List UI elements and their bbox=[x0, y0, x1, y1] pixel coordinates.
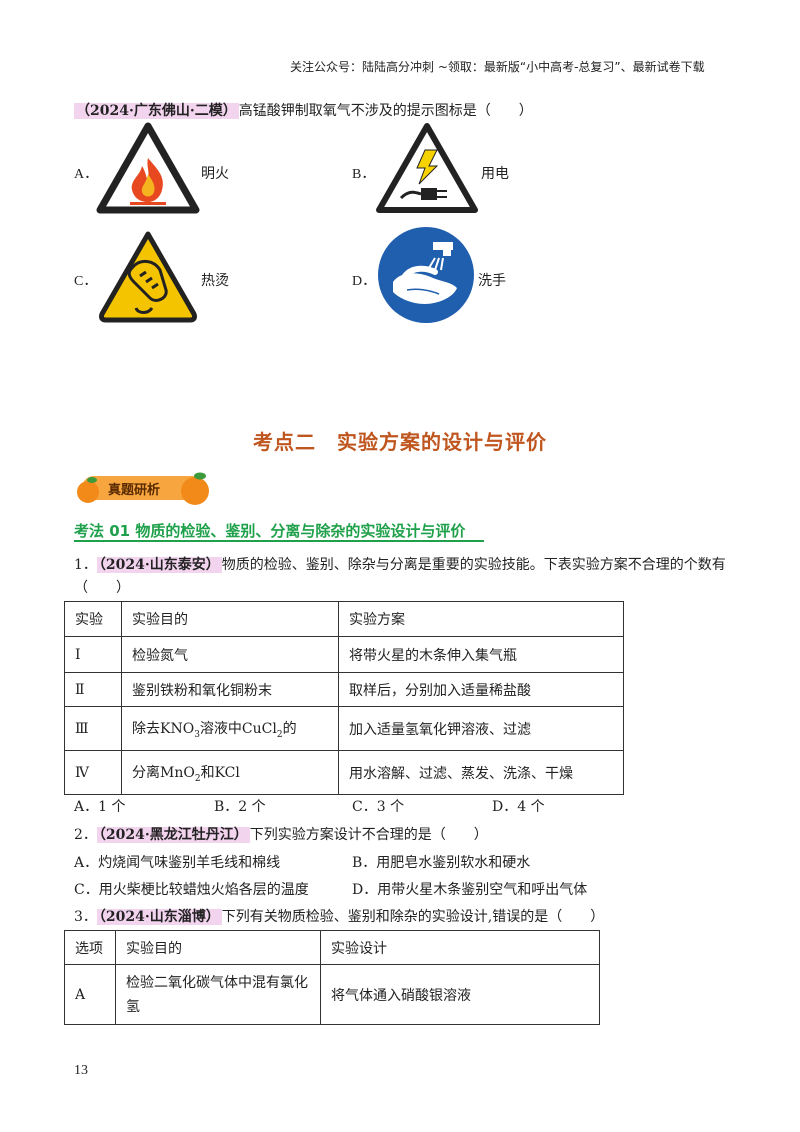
question-text: 下列有关物质检验、鉴别和除杂的实验设计,错误的是（ ） bbox=[221, 909, 605, 925]
question-text: 下列实验方案设计不合理的是（ ） bbox=[249, 827, 488, 843]
option-d: D．用带火星木条鉴别空气和呼出气体 bbox=[352, 882, 588, 898]
source-tag: （2024·山东泰安） bbox=[96, 557, 222, 573]
header-note: 关注公众号：陆陆高分冲刺 ~领取：最新版“小中高考-总复习”、最新试卷下载 bbox=[290, 60, 705, 74]
option-a: A．灼烧闻气味鉴别羊毛线和棉线 bbox=[74, 855, 281, 871]
option-d-text: 洗手 bbox=[478, 273, 506, 289]
method-heading: 考法 01 物质的检验、鉴别、分离与除杂的实验设计与评价 bbox=[74, 522, 466, 540]
option-d: D．4 个 bbox=[492, 799, 545, 815]
table-cell: 除去KNO3溶液中CuCl2的 bbox=[121, 706, 339, 751]
wash-hands-icon bbox=[378, 227, 474, 323]
table-header: 实验目的 bbox=[115, 930, 321, 965]
table-row: Ⅰ 检验氮气 将带火星的木条伸入集气瓶 bbox=[64, 636, 624, 673]
table-header: 选项 bbox=[64, 930, 116, 965]
table-cell: 鉴别铁粉和氧化铜粉末 bbox=[121, 672, 339, 707]
table-cell: A bbox=[64, 964, 116, 1025]
table-header: 实验目的 bbox=[121, 601, 339, 637]
table-cell: 将气体通入硝酸银溶液 bbox=[320, 964, 600, 1025]
table-row: Ⅱ 鉴别铁粉和氧化铜粉末 取样后，分别加入适量稀盐酸 bbox=[64, 672, 624, 707]
question-1-stem: 1．（2024·山东泰安）物质的检验、鉴别、除杂与分离是重要的实验技能。下表实验… bbox=[74, 557, 726, 573]
table-cell: 用水溶解、过滤、蒸发、洗涤、干燥 bbox=[338, 750, 624, 795]
option-d-letter: D． bbox=[352, 274, 377, 289]
answer-paren: （ ） bbox=[74, 580, 130, 596]
table-cell: 加入适量氢氧化钾溶液、过滤 bbox=[338, 706, 624, 751]
table-cell: Ⅲ bbox=[64, 706, 122, 751]
table-cell: 检验二氧化碳气体中混有氯化氢 bbox=[115, 964, 321, 1025]
option-b-letter: B． bbox=[352, 167, 376, 182]
source-tag: （2024·山东淄博） bbox=[96, 909, 222, 925]
table-row: Ⅲ 除去KNO3溶液中CuCl2的 加入适量氢氧化钾溶液、过滤 bbox=[64, 706, 624, 751]
table-cell: 取样后，分别加入适量稀盐酸 bbox=[338, 672, 624, 707]
source-tag: （2024·黑龙江牡丹江） bbox=[96, 827, 250, 843]
hot-surface-warning-icon bbox=[99, 231, 197, 323]
option-c-letter: C． bbox=[74, 274, 98, 289]
table-row: A 检验二氧化碳气体中混有氯化氢 将气体通入硝酸银溶液 bbox=[64, 964, 600, 1025]
orange-icon bbox=[181, 472, 209, 505]
option-b: B．2 个 bbox=[214, 799, 266, 815]
option-b-text: 用电 bbox=[481, 166, 509, 182]
table-cell: 分离MnO2和KCl bbox=[121, 750, 339, 795]
method-underline bbox=[74, 540, 484, 542]
table-header: 实验设计 bbox=[320, 930, 600, 965]
question-0-stem: （2024·广东佛山·二模）高锰酸钾制取氧气不涉及的提示图标是（ ） bbox=[74, 100, 533, 120]
question-2-stem: 2．（2024·黑龙江牡丹江）下列实验方案设计不合理的是（ ） bbox=[74, 827, 488, 843]
option-b: B．用肥皂水鉴别软水和硬水 bbox=[352, 855, 531, 871]
option-a-letter: A． bbox=[74, 167, 99, 182]
table-cell: 将带火星的木条伸入集气瓶 bbox=[338, 636, 624, 673]
table-cell: Ⅳ bbox=[64, 750, 122, 795]
question-text: 物质的检验、鉴别、除杂与分离是重要的实验技能。下表实验方案不合理的个数有 bbox=[221, 557, 726, 573]
experiment-table-3: 选项 实验目的 实验设计 A 检验二氧化碳气体中混有氯化氢 将气体通入硝酸银溶液 bbox=[64, 930, 600, 1025]
experiment-table-1: 实验 实验目的 实验方案 Ⅰ 检验氮气 将带火星的木条伸入集气瓶 Ⅱ 鉴别铁粉和… bbox=[64, 601, 624, 795]
fire-warning-icon bbox=[96, 122, 200, 214]
option-c-text: 热烫 bbox=[201, 273, 229, 289]
table-header-row: 选项 实验目的 实验设计 bbox=[64, 930, 600, 965]
orange-icon bbox=[77, 477, 99, 503]
section-title: 考点二 实验方案的设计与评价 bbox=[253, 430, 547, 454]
option-c: C．用火柴梗比较蜡烛火焰各层的温度 bbox=[74, 882, 309, 898]
option-a: A．1 个 bbox=[74, 799, 126, 815]
electricity-warning-icon bbox=[376, 123, 478, 213]
source-tag: （2024·广东佛山·二模） bbox=[74, 103, 239, 119]
question-text: 高锰酸钾制取氧气不涉及的提示图标是（ ） bbox=[238, 103, 533, 119]
table-header-row: 实验 实验目的 实验方案 bbox=[64, 601, 624, 637]
table-header: 实验方案 bbox=[338, 601, 624, 637]
badge: 真题研析 bbox=[74, 470, 212, 506]
table-header: 实验 bbox=[64, 601, 122, 637]
question-3-stem: 3．（2024·山东淄博）下列有关物质检验、鉴别和除杂的实验设计,错误的是（ ） bbox=[74, 909, 605, 925]
table-cell: Ⅰ bbox=[64, 636, 122, 673]
badge-label: 真题研析 bbox=[108, 483, 161, 498]
table-row: Ⅳ 分离MnO2和KCl 用水溶解、过滤、蒸发、洗涤、干燥 bbox=[64, 750, 624, 795]
page-number: 13 bbox=[74, 1063, 88, 1078]
table-cell: Ⅱ bbox=[64, 672, 122, 707]
option-c: C．3 个 bbox=[352, 799, 405, 815]
table-cell: 检验氮气 bbox=[121, 636, 339, 673]
option-a-text: 明火 bbox=[201, 166, 229, 182]
